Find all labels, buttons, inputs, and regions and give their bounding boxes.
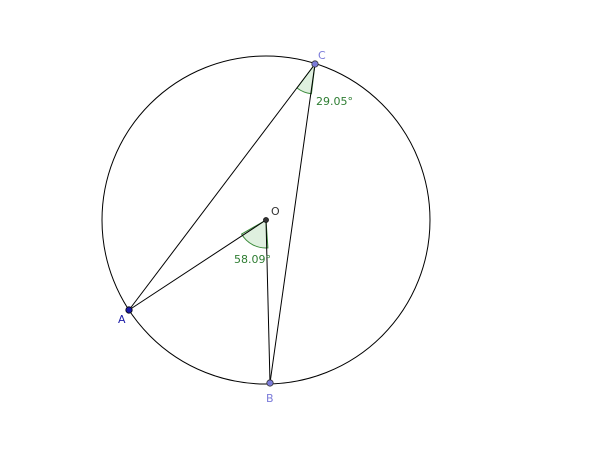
point-label-B: B <box>266 392 274 405</box>
inscribed-angle-label: 29.05° <box>316 95 353 108</box>
point-B[interactable] <box>266 379 274 387</box>
central-angle-marker <box>240 219 269 249</box>
point-label-C: C <box>318 49 326 62</box>
segment-CB <box>269 63 316 384</box>
point-C[interactable] <box>311 60 319 68</box>
circumcircle <box>101 55 431 385</box>
inscribed-angle-marker <box>296 62 316 95</box>
segment-AC <box>128 63 316 311</box>
central-angle-label: 58.09° <box>234 253 271 266</box>
segment-AO <box>128 219 267 311</box>
segment-OB <box>265 219 271 384</box>
point-A[interactable] <box>125 306 133 314</box>
point-label-O: O <box>271 205 280 218</box>
point-label-A: A <box>118 313 126 326</box>
point-O[interactable] <box>263 217 269 223</box>
